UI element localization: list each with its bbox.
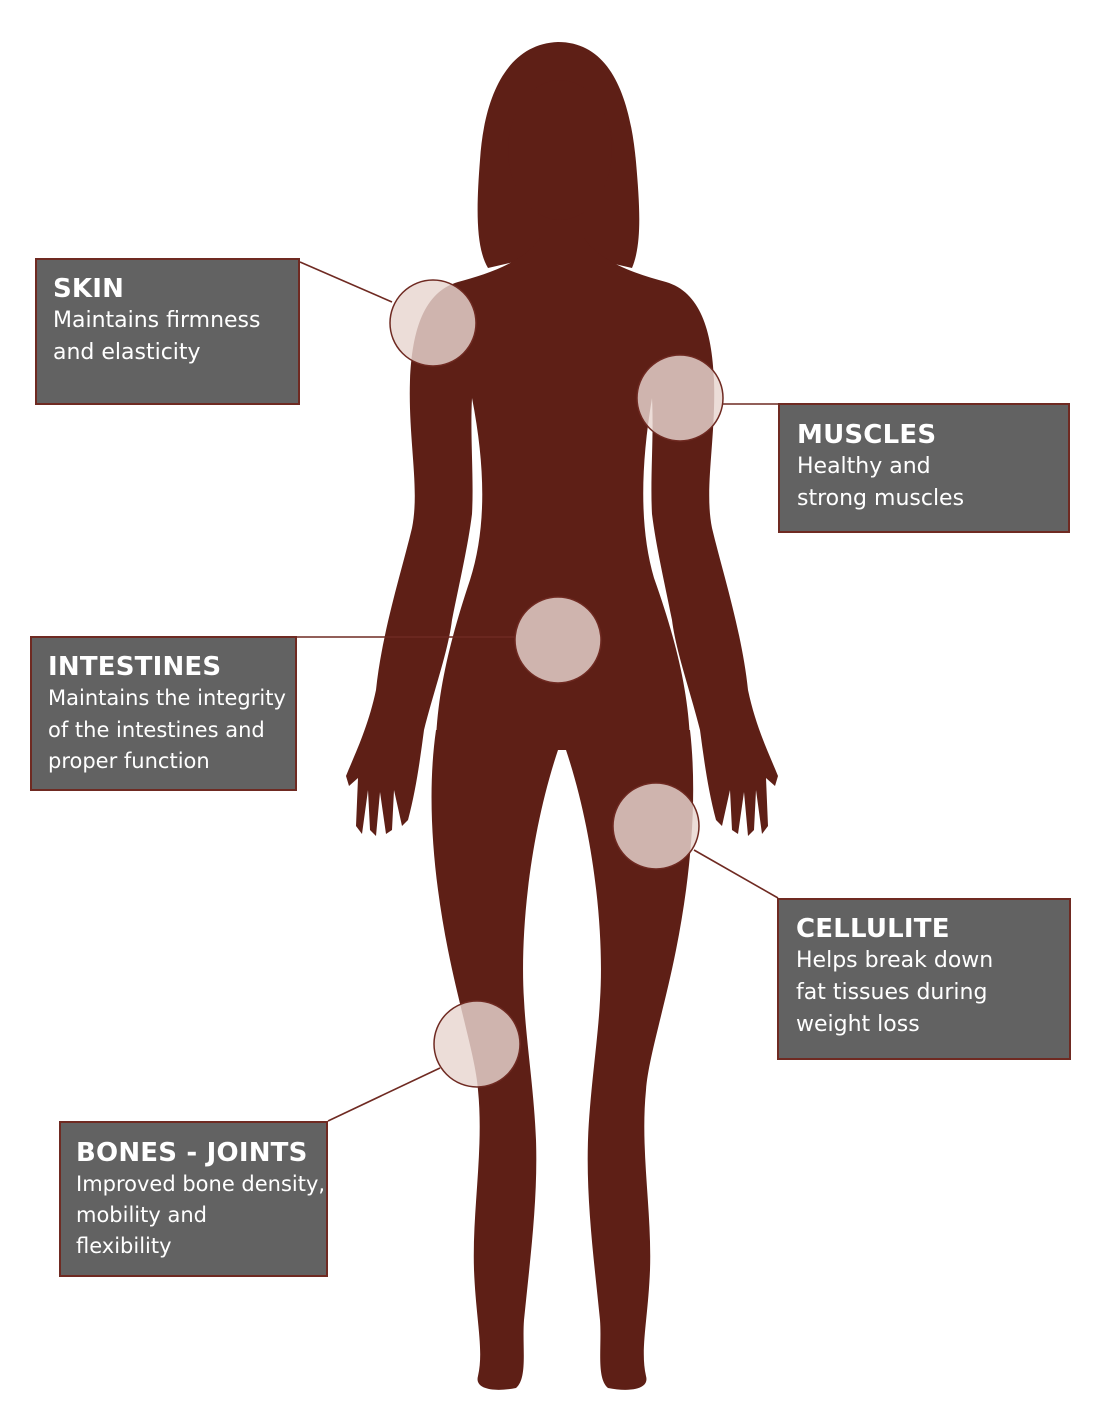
muscles-title: MUSCLES xyxy=(797,420,937,450)
bones-marker xyxy=(433,1000,521,1088)
skin-card: SKIN Maintains firmness and elasticity xyxy=(35,258,300,405)
callout-lines xyxy=(297,261,779,1122)
female-silhouette xyxy=(346,42,778,1390)
muscles-description: Healthy and strong muscles xyxy=(797,454,965,511)
skin-description: Maintains firmness and elasticity xyxy=(53,308,261,365)
silhouette-head xyxy=(508,80,612,220)
silhouette-legs xyxy=(431,730,694,1390)
intestines-marker xyxy=(514,596,602,684)
cellulite-card: CELLULITE Helps break down fat tissues d… xyxy=(777,898,1071,1060)
highlight-markers xyxy=(389,279,724,1088)
cellulite-description: Helps break down fat tissues during weig… xyxy=(796,948,994,1037)
skin-title: SKIN xyxy=(53,274,125,304)
intestines-card: INTESTINES Maintains the integrity of th… xyxy=(30,636,297,791)
bones-joints-title: BONES - JOINTS xyxy=(76,1138,308,1168)
cellulite-marker xyxy=(612,782,700,870)
skin-marker xyxy=(389,279,477,367)
bones-joints-card: BONES - JOINTS Improved bone density, mo… xyxy=(59,1121,328,1277)
skin-callout-line xyxy=(299,261,393,303)
cellulite-title: CELLULITE xyxy=(796,914,950,944)
intestines-title: INTESTINES xyxy=(48,652,222,682)
muscles-card: MUSCLES Healthy and strong muscles xyxy=(778,403,1070,533)
bones-callout-line xyxy=(327,1067,441,1122)
muscles-marker xyxy=(636,354,724,442)
cellulite-callout-line xyxy=(693,849,779,899)
intestines-description: Maintains the integrity of the intestine… xyxy=(48,686,286,773)
bones-joints-description: Improved bone density, mobility and flex… xyxy=(76,1172,326,1258)
